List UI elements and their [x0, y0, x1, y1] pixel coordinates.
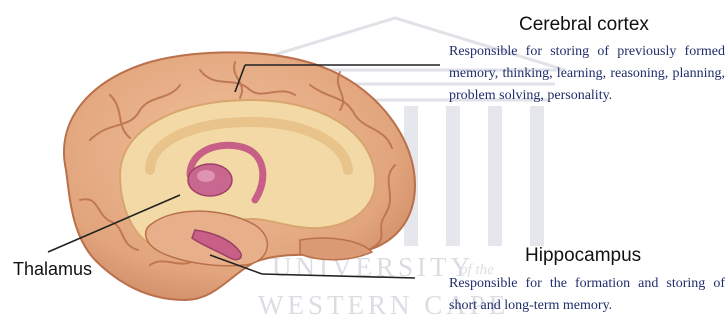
hippocampus-title: Hippocampus: [525, 245, 641, 267]
cortex-description: Responsible for storing of previously fo…: [449, 41, 725, 107]
thalamus-label: Thalamus: [13, 259, 92, 280]
hippocampus-description: Responsible for the formation and storin…: [449, 273, 725, 317]
cortex-title: Cerebral cortex: [519, 14, 649, 36]
